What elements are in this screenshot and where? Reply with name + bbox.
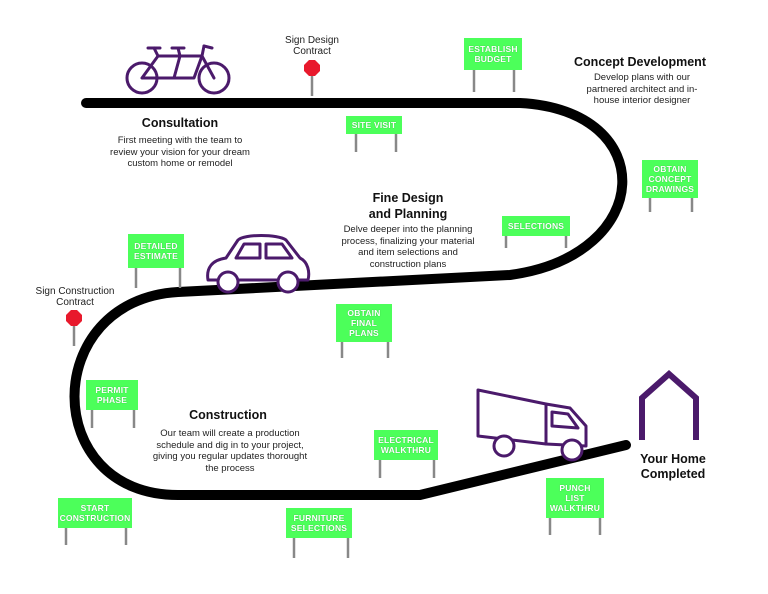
stage-title-construction: Construction (189, 408, 267, 422)
stop-sign-icon (304, 60, 320, 76)
stage-desc-construction: Our team will create a production schedu… (152, 428, 308, 474)
stage-title-fine-design: Fine Design and Planning (368, 191, 448, 221)
road-path (69, 98, 631, 500)
sign-permit-phase: PERMIT PHASE (86, 380, 138, 410)
stage-title-consultation: Consultation (141, 116, 219, 130)
stage-title-concept: Concept Development (574, 55, 706, 69)
stage-desc-concept: Develop plans with our partnered archite… (586, 72, 698, 106)
sign-electrical-walkthru: ELECTRICAL WALKTHRU (374, 430, 438, 460)
sign-furniture-selections: FURNITURE SELECTIONS (286, 508, 352, 538)
stage-desc-consultation: First meeting with the team to review yo… (110, 135, 250, 169)
stop-label-construction-contract: Sign Construction Contract (35, 286, 115, 308)
stop-label-design-contract: Sign Design Contract (285, 35, 339, 57)
sign-site-visit: SITE VISIT (346, 116, 402, 134)
car-icon (206, 234, 311, 294)
house-icon (639, 369, 699, 440)
sign-detailed-estimate: DETAILED ESTIMATE (128, 234, 184, 268)
sign-obtain-concept-drawings: OBTAIN CONCEPT DRAWINGS (642, 160, 698, 198)
tandem-bicycle-icon (125, 44, 231, 95)
sign-punch-list-walkthru: PUNCH LIST WALKTHRU (546, 478, 604, 518)
sign-start-construction: START CONSTRUCTION (58, 498, 132, 528)
sign-establish-budget: ESTABLISH BUDGET (464, 38, 522, 70)
stage-title-completed: Your Home Completed (640, 452, 706, 481)
sign-selections: SELECTIONS (502, 216, 570, 236)
sign-obtain-final-plans: OBTAIN FINAL PLANS (336, 304, 392, 342)
stage-desc-fine-design: Delve deeper into the planning process, … (341, 224, 475, 270)
stop-sign-icon (66, 310, 82, 326)
truck-icon (476, 388, 588, 462)
